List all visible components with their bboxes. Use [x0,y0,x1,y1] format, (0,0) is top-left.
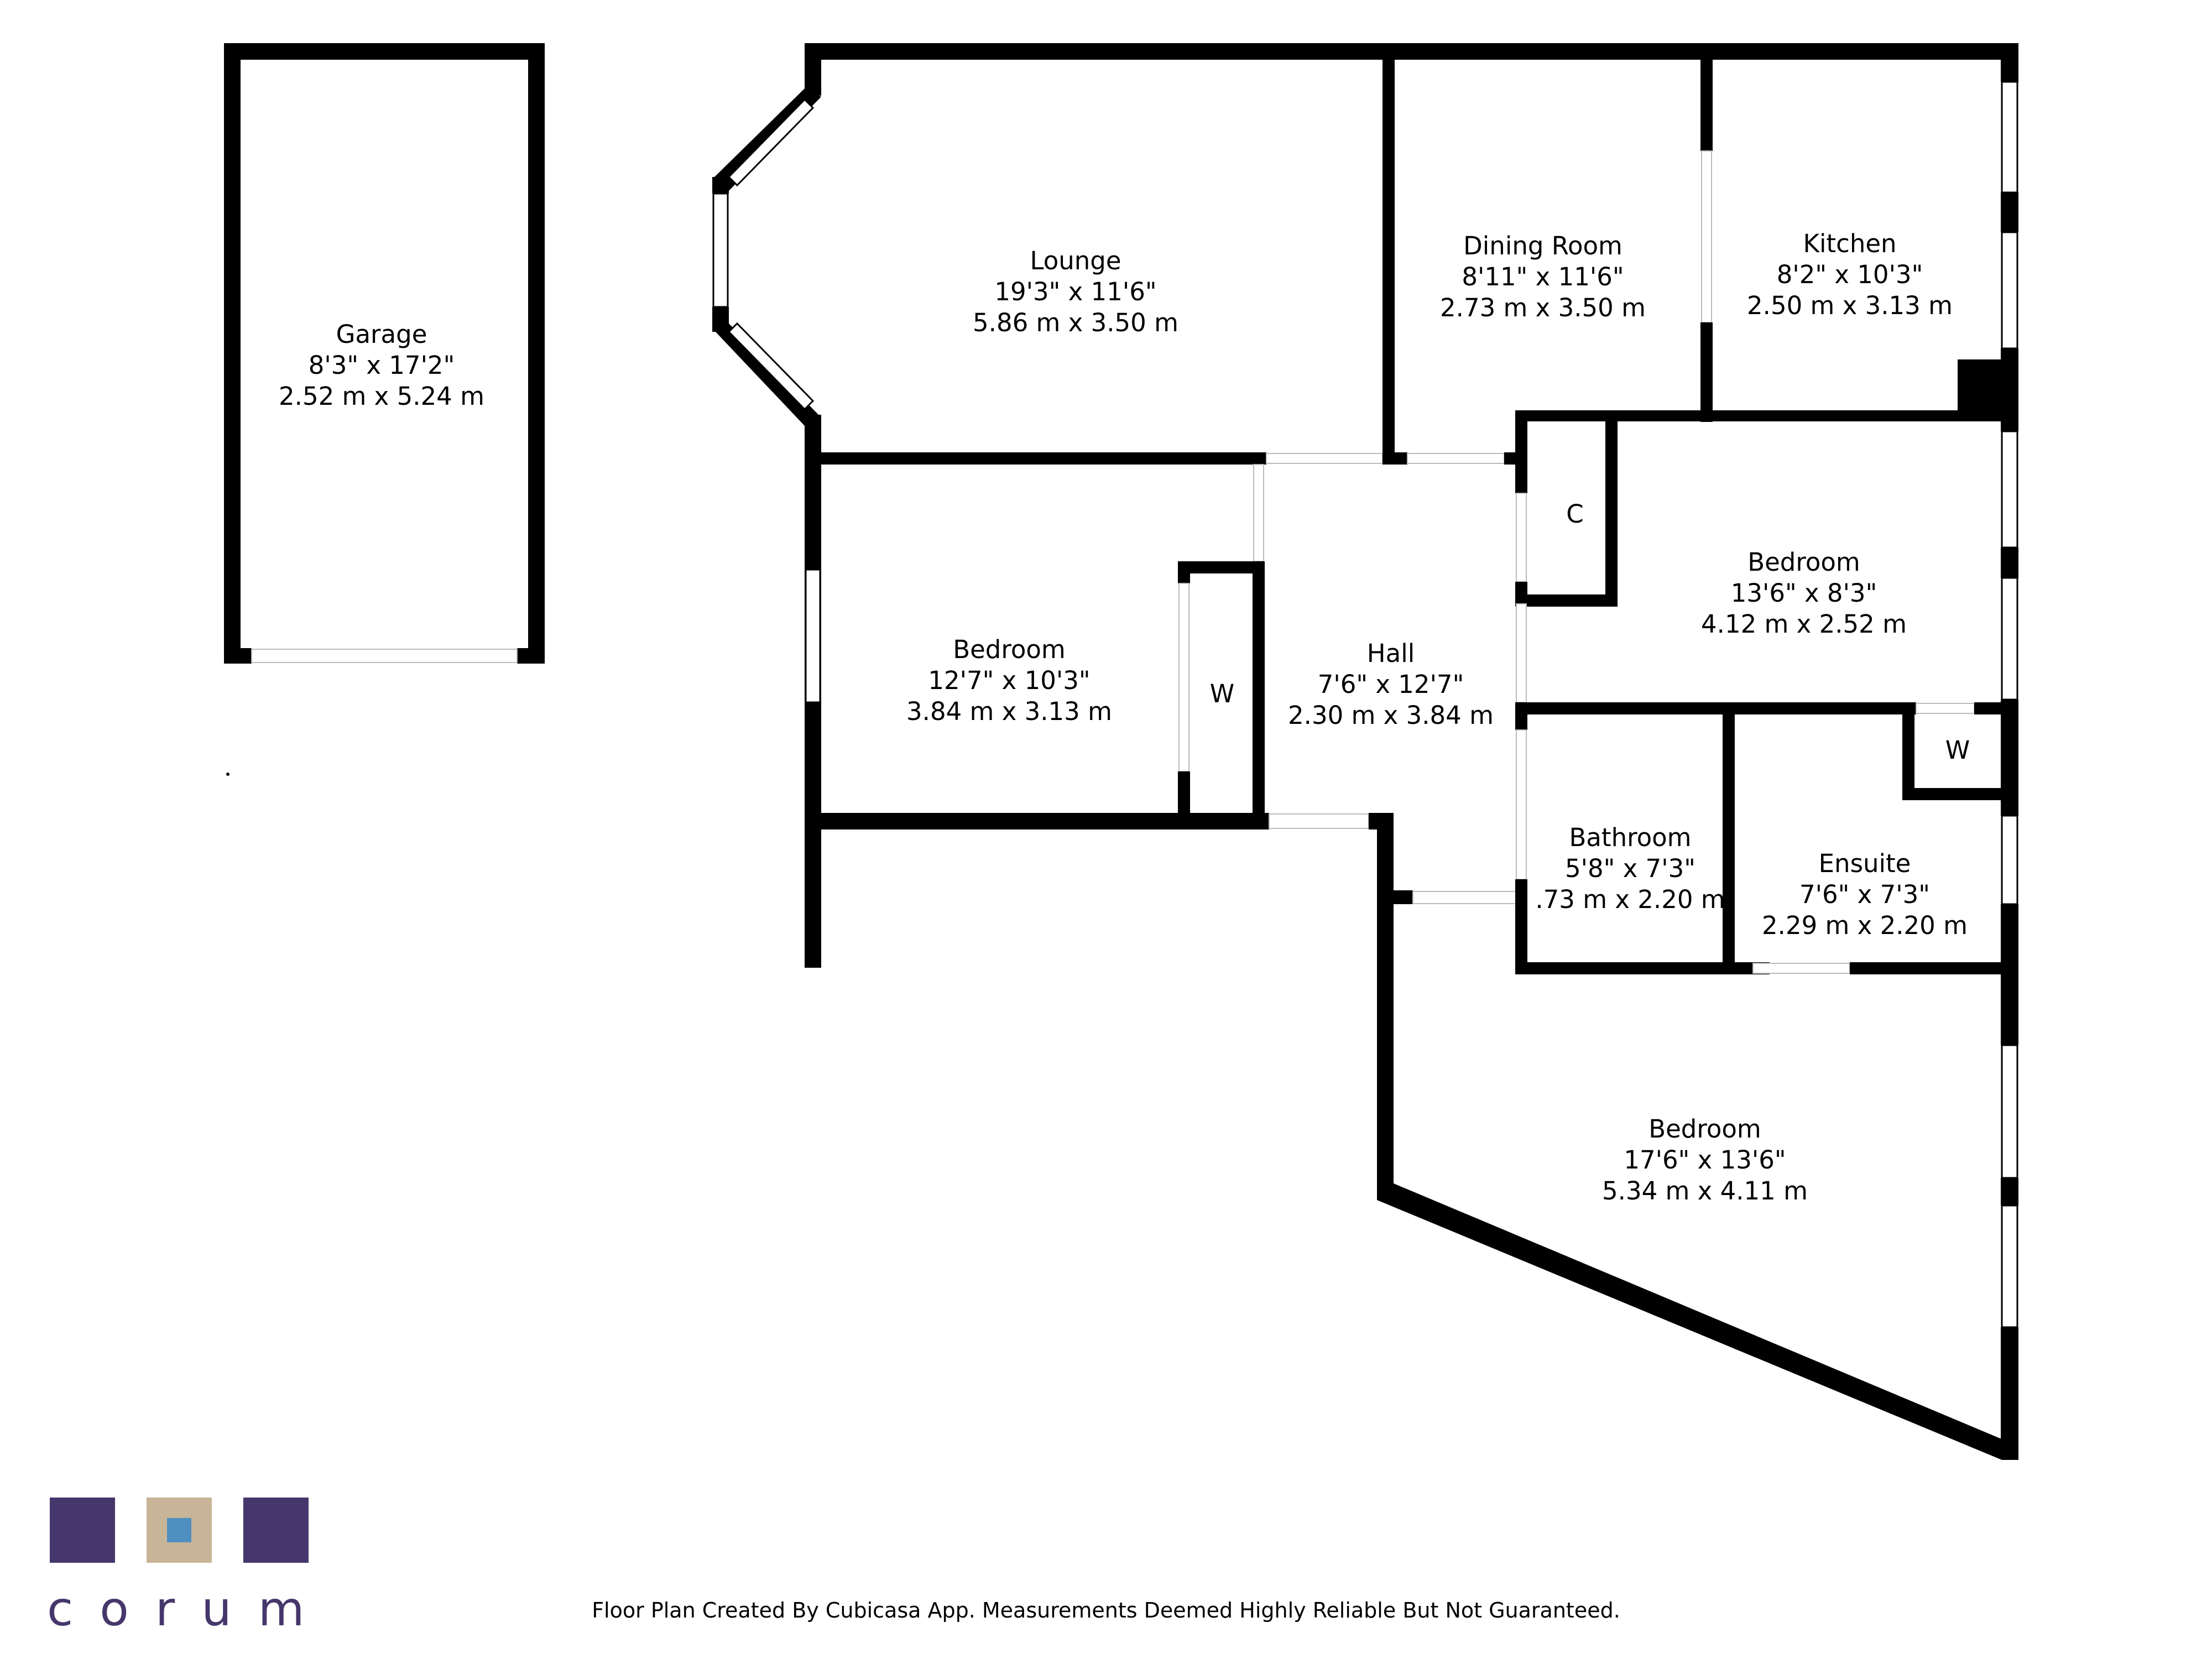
garage-name: Garage [336,320,427,349]
bedroom-right-imperial: 13'6" x 8'3" [1731,578,1877,608]
logo-square-inner [167,1518,191,1542]
stray-dot [226,773,229,776]
outer-walls [712,43,2018,1460]
garage [224,43,545,664]
logo-square-left [50,1498,115,1563]
room-label-ensuite: Ensuite 7'6" x 7'3" 2.29 m x 2.20 m [1762,849,1968,940]
bedroom-main-name: Bedroom [1648,1114,1761,1144]
room-label-lounge: Lounge 19'3" x 11'6" 5.86 m x 3.50 m [973,246,1178,337]
wardrobe-left-label: W [1210,679,1235,708]
brand-wordmark: corum [47,1582,331,1637]
room-label-hall: Hall 7'6" x 12'7" 2.30 m x 3.84 m [1288,639,1494,730]
room-label-kitchen: Kitchen 8'2" x 10'3" 2.50 m x 3.13 m [1747,229,1953,320]
ensuite-metric: 2.29 m x 2.20 m [1762,911,1968,940]
logo-square-right [243,1498,309,1563]
kitchen-name: Kitchen [1803,229,1896,258]
bathroom-imperial: 5'8" x 7'3" [1565,854,1695,883]
kitchen-metric: 2.50 m x 3.13 m [1747,291,1953,320]
bedroom-right-metric: 4.12 m x 2.52 m [1701,609,1907,639]
hall-name: Hall [1367,639,1415,668]
room-label-bathroom: Bathroom 5'8" x 7'3" .73 m x 2.20 m [1535,823,1725,914]
bedroom-right-name: Bedroom [1747,547,1860,577]
room-label-bedroom-main: Bedroom 17'6" x 13'6" 5.34 m x 4.11 m [1602,1114,1808,1206]
hall-imperial: 7'6" x 12'7" [1318,670,1464,699]
kitchen-imperial: 8'2" x 10'3" [1777,260,1923,289]
dining-metric: 2.73 m x 3.50 m [1440,293,1646,322]
garage-imperial: 8'3" x 17'2" [309,351,455,380]
ensuite-imperial: 7'6" x 7'3" [1799,880,1930,909]
lounge-metric: 5.86 m x 3.50 m [973,308,1178,337]
bedroom-main-imperial: 17'6" x 13'6" [1624,1145,1786,1175]
stray-dot [808,941,812,945]
wardrobe-right-label: W [1945,735,1970,765]
footer-disclaimer: Floor Plan Created By Cubicasa App. Meas… [592,1598,1620,1623]
hall-metric: 2.30 m x 3.84 m [1288,701,1494,730]
bedroom-left-metric: 3.84 m x 3.13 m [906,697,1112,726]
bathroom-name: Bathroom [1569,823,1691,852]
room-label-bedroom-left: Bedroom 12'7" x 10'3" 3.84 m x 3.13 m [906,635,1112,726]
room-label-garage: Garage 8'3" x 17'2" 2.52 m x 5.24 m [279,320,484,411]
dining-name: Dining Room [1463,231,1623,260]
bedroom-left-name: Bedroom [953,635,1066,664]
brand-logo [50,1498,309,1563]
internal-walls [805,43,2018,974]
room-label-dining: Dining Room 8'11" x 11'6" 2.73 m x 3.50 … [1440,231,1646,322]
bedroom-main-metric: 5.34 m x 4.11 m [1602,1176,1808,1206]
cupboard-label: C [1566,499,1583,529]
garage-metric: 2.52 m x 5.24 m [279,382,484,411]
bedroom-left-imperial: 12'7" x 10'3" [928,666,1090,695]
room-label-bedroom-right: Bedroom 13'6" x 8'3" 4.12 m x 2.52 m [1701,547,1907,639]
bathroom-metric: .73 m x 2.20 m [1535,885,1725,914]
dining-imperial: 8'11" x 11'6" [1462,262,1624,291]
lounge-imperial: 19'3" x 11'6" [994,277,1156,306]
ensuite-name: Ensuite [1819,849,1911,878]
lounge-name: Lounge [1030,246,1121,275]
